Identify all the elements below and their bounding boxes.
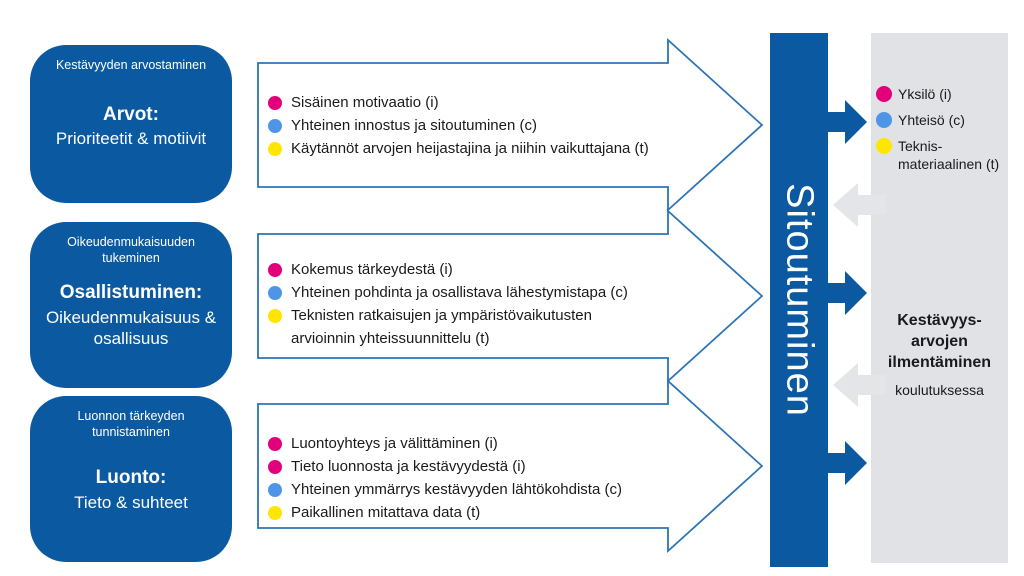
yellow-dot-icon (876, 138, 892, 154)
list-item-text: Yhteinen innostus ja sitoutuminen (c) (291, 117, 537, 134)
list-item-text: Kokemus tärkeydestä (i) (291, 261, 453, 278)
yellow-dot-icon (268, 505, 282, 520)
list-item: Kokemus tärkeydestä (i) (268, 258, 642, 281)
small-left-arrow-icon (833, 363, 886, 407)
participation-arrow-list: Kokemus tärkeydestä (i) Yhteinen pohdint… (268, 258, 642, 350)
small-right-arrow-icon (826, 271, 867, 315)
nature-box-subtitle: Tieto & suhteet (74, 492, 188, 512)
list-item-text: Luontoyhteys ja välittäminen (i) (291, 435, 498, 452)
nature-box: Luonnon tärkeyden tunnistaminen Luonto: … (30, 396, 232, 562)
values-box: Kestävyyden arvostaminen Arvot: Priorite… (30, 45, 232, 203)
legend-label-line: Teknis- (898, 138, 943, 154)
nature-arrow-list: Luontoyhteys ja välittäminen (i) Tieto l… (268, 432, 698, 524)
list-item: Käytännöt arvojen heijastajina ja niihin… (268, 137, 698, 160)
panel-title-line: arvojen (911, 333, 968, 350)
legend-label-line: materiaalinen (t) (898, 156, 1000, 172)
outline-arrow-values (257, 37, 764, 213)
list-item-text: Yhteinen ymmärrys kestävyyden lähtökohdi… (291, 481, 622, 498)
list-item: Paikallinen mitattava data (t) (268, 501, 698, 524)
list-item-text: Yhteinen pohdinta ja osallistava lähesty… (291, 284, 628, 301)
participation-box: Oikeudenmukaisuuden tukeminen Osallistum… (30, 222, 232, 388)
nature-box-title: Luonto: (95, 466, 167, 488)
panel-title-line: ilmentäminen (887, 354, 992, 371)
values-box-subtitle: Prioriteetit & motiivit (55, 129, 207, 149)
legend-item-techno-material: Teknis- materiaalinen (t) (876, 137, 999, 173)
commitment-bar: Sitoutuminen (770, 33, 828, 567)
list-item-text: Teknisten ratkaisujen ja ympäristövaikut… (291, 307, 592, 347)
list-item-text: Paikallinen mitattava data (t) (291, 504, 481, 521)
list-item: Luontoyhteys ja välittäminen (i) (268, 432, 698, 455)
yellow-dot-icon (268, 141, 282, 156)
blue-dot-icon (268, 482, 282, 497)
list-item-text: Käytännöt arvojen heijastajina ja niihin… (291, 140, 649, 157)
values-arrow-list: Sisäinen motivaatio (i) Yhteinen innostu… (268, 91, 698, 160)
outline-arrow-participation (257, 208, 764, 384)
legend-item-individual: Yksilö (i) (876, 85, 999, 103)
pink-dot-icon (268, 95, 282, 110)
legend: Yksilö (i) Yhteisö (c) Teknis- materiaal… (876, 85, 999, 173)
blue-dot-icon (876, 112, 892, 128)
list-item: Sisäinen motivaatio (i) (268, 91, 698, 114)
list-item: Teknisten ratkaisujen ja ympäristövaikut… (268, 304, 642, 350)
participation-box-main: Osallistuminen: Oikeudenmukaisuus & osal… (44, 267, 218, 375)
list-item: Tieto luonnosta ja kestävyydestä (i) (268, 455, 698, 478)
participation-box-header: Oikeudenmukaisuuden tukeminen (67, 235, 195, 266)
blue-dot-icon (268, 285, 282, 300)
participation-box-title: Osallistuminen: (59, 282, 203, 304)
list-item: Yhteinen innostus ja sitoutuminen (c) (268, 114, 698, 137)
list-item: Yhteinen ymmärrys kestävyyden lähtökohdi… (268, 478, 698, 501)
legend-item-community: Yhteisö (c) (876, 111, 999, 129)
yellow-dot-icon (268, 308, 282, 323)
pink-dot-icon (876, 86, 892, 102)
pink-dot-icon (268, 262, 282, 277)
pink-dot-icon (268, 459, 282, 474)
list-item-text: Tieto luonnosta ja kestävyydestä (i) (291, 458, 526, 475)
values-box-header: Kestävyyden arvostaminen (55, 58, 207, 72)
small-left-arrow-icon (833, 183, 886, 227)
outline-arrow-nature (257, 378, 764, 554)
nature-box-header: Luonnon tärkeyden tunnistaminen (77, 409, 185, 440)
pink-dot-icon (268, 436, 282, 451)
small-right-arrow-icon (826, 100, 867, 144)
panel-title: Kestävyys- arvojen ilmentäminen koulutuk… (871, 310, 1008, 398)
blue-dot-icon (268, 118, 282, 133)
legend-label: Yhteisö (c) (898, 112, 965, 128)
sustainability-values-panel: Yksilö (i) Yhteisö (c) Teknis- materiaal… (871, 33, 1008, 563)
legend-label: Teknis- materiaalinen (t) (898, 137, 999, 173)
panel-title-line: Kestävyys- (897, 312, 982, 329)
small-right-arrow-icon (826, 441, 867, 485)
values-box-title: Arvot: (103, 103, 159, 125)
nature-box-main: Luonto: Tieto & suhteet (44, 441, 218, 549)
list-item: Yhteinen pohdinta ja osallistava lähesty… (268, 281, 642, 304)
legend-label: Yksilö (i) (898, 86, 952, 102)
participation-box-subtitle: Oikeudenmukaisuus & osallisuus (45, 307, 217, 349)
list-item-text: Sisäinen motivaatio (i) (291, 94, 439, 111)
panel-subtitle: koulutuksessa (895, 382, 984, 398)
values-box-main: Arvot: Prioriteetit & motiivit (44, 73, 218, 189)
